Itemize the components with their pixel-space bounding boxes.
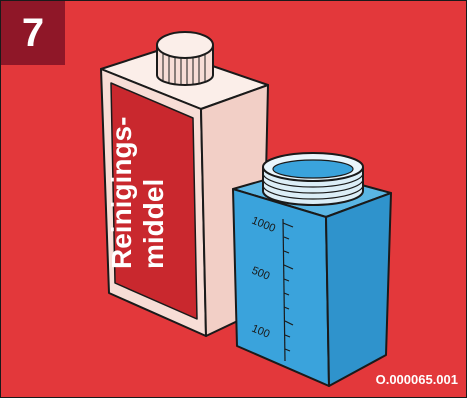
reference-code: O.000065.001 [376,372,458,387]
bottle-label-line2: middel [138,179,169,269]
step-number-badge: 7 [1,1,65,65]
bottle-label-line1: Reinigings- [106,117,137,269]
